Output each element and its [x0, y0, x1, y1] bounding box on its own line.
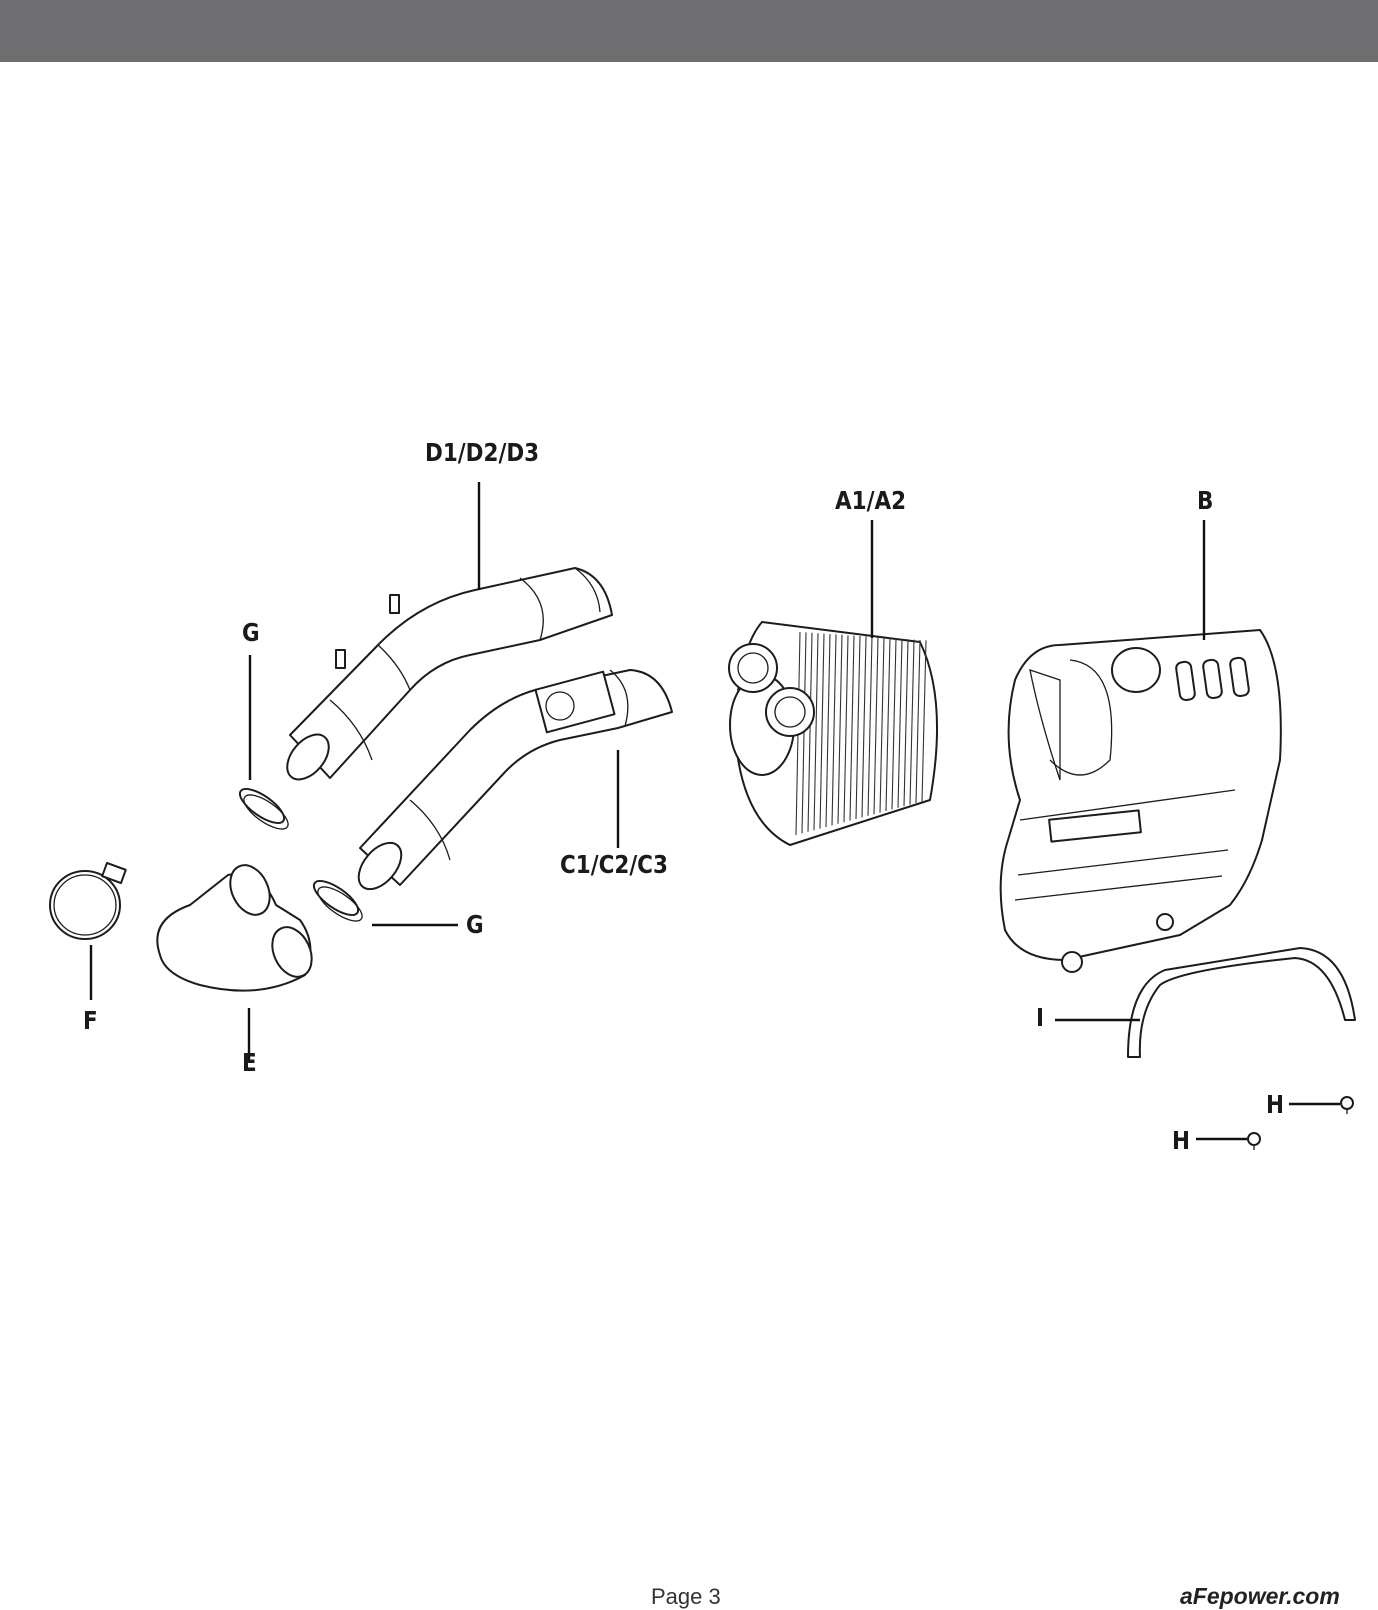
header-band [0, 0, 1378, 62]
fastener-h-2 [1247, 1132, 1261, 1150]
intake-tube-c [357, 669, 673, 891]
label-e: E [242, 1048, 257, 1077]
website-url: aFepower.com [1180, 1583, 1340, 1609]
label-h-2: H [1172, 1126, 1191, 1155]
airbox-b [999, 629, 1282, 973]
clamp-g-bottom [312, 879, 363, 922]
label-g-top: G [242, 618, 260, 647]
label-g-bottom: G [466, 910, 484, 939]
label-d: D1/D2/D3 [425, 438, 540, 467]
label-c: C1/C2/C3 [560, 850, 668, 879]
air-filter-a [728, 621, 939, 846]
fastener-h-1 [1340, 1096, 1354, 1114]
seal-strip-i [1127, 947, 1356, 1058]
intake-tube-d [286, 567, 613, 781]
page-number: Page 3 [651, 1584, 721, 1609]
hose-clamp-f [49, 862, 127, 940]
coupler-e [156, 864, 313, 992]
label-b: B [1197, 486, 1214, 515]
label-i: I [1036, 1003, 1045, 1032]
label-a: A1/A2 [835, 486, 907, 515]
label-f: F [83, 1006, 98, 1035]
label-h-1: H [1266, 1090, 1285, 1119]
clamp-g-top [238, 787, 289, 830]
